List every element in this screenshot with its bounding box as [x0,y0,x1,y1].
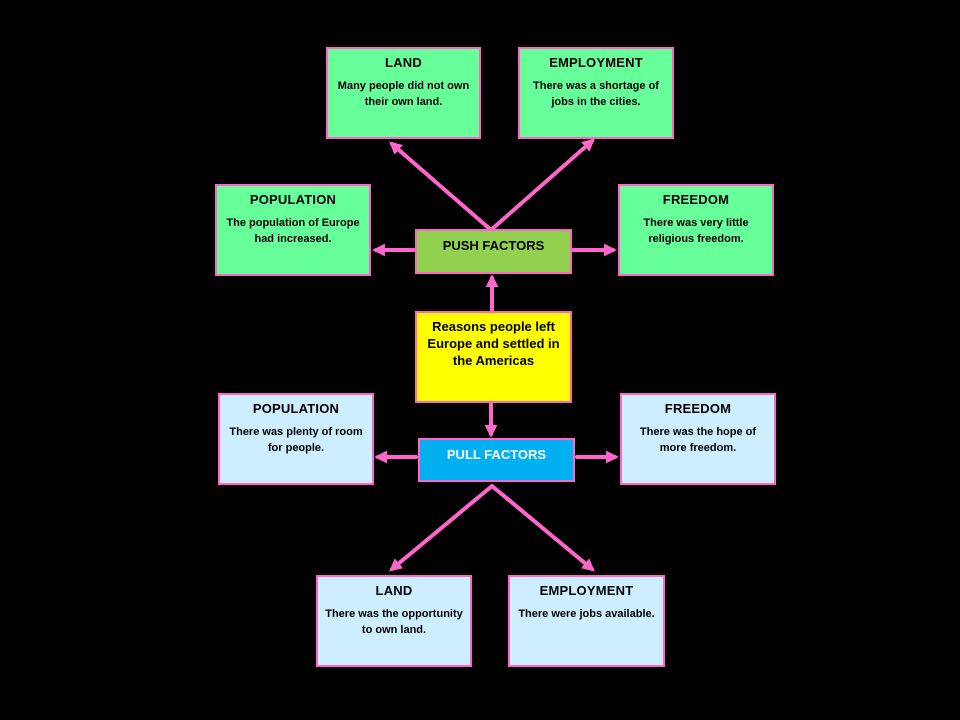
pull-employment-title: EMPLOYMENT [539,583,634,598]
center-box: Reasons people left Europe and settled i… [415,311,572,403]
pull-land-text: There was the opportunity to own land. [325,608,463,636]
pull-freedom-title: FREEDOM [664,401,732,416]
pull-employment-text: There were jobs available. [518,608,655,620]
push-freedom-box: FREEDOM There was very little religious … [618,184,774,276]
pull-population-box: POPULATION There was plenty of room for … [218,393,374,485]
pull-freedom-text: There was the hope of more freedom. [639,426,757,454]
push-population-text: The population of Europe had increased. [226,217,360,245]
pull-factors-label: PULL FACTORS [446,447,547,462]
push-land-title: LAND [385,55,422,70]
push-employment-title: EMPLOYMENT [549,55,643,70]
pull-freedom-box: FREEDOM There was the hope of more freed… [620,393,776,485]
arrow-pull-to-land [389,484,494,572]
pull-population-title: POPULATION [252,401,340,416]
push-land-text: Many people did not own their own land. [337,80,470,108]
push-population-box: POPULATION The population of Europe had … [215,184,371,276]
center-label: Reasons people left Europe and settled i… [427,319,560,368]
arrow-push-to-employment [489,138,595,232]
pull-employment-box: EMPLOYMENT There were jobs available. [508,575,665,667]
pull-land-title: LAND [375,583,413,598]
arrow-pull-to-employment [490,484,595,572]
pull-land-box: LAND There was the opportunity to own la… [316,575,472,667]
arrow-push-to-land [389,141,493,232]
pull-factors-box: PULL FACTORS [418,438,575,482]
push-freedom-text: There was very little religious freedom. [643,217,749,245]
push-factors-label: PUSH FACTORS [442,238,545,253]
push-land-box: LAND Many people did not own their own l… [326,47,481,139]
push-employment-text: There was a shortage of jobs in the citi… [533,80,659,108]
push-factors-box: PUSH FACTORS [415,229,572,274]
push-employment-box: EMPLOYMENT There was a shortage of jobs … [518,47,674,139]
push-population-title: POPULATION [249,192,337,207]
push-freedom-title: FREEDOM [662,192,730,207]
pull-population-text: There was plenty of room for people. [229,426,363,454]
